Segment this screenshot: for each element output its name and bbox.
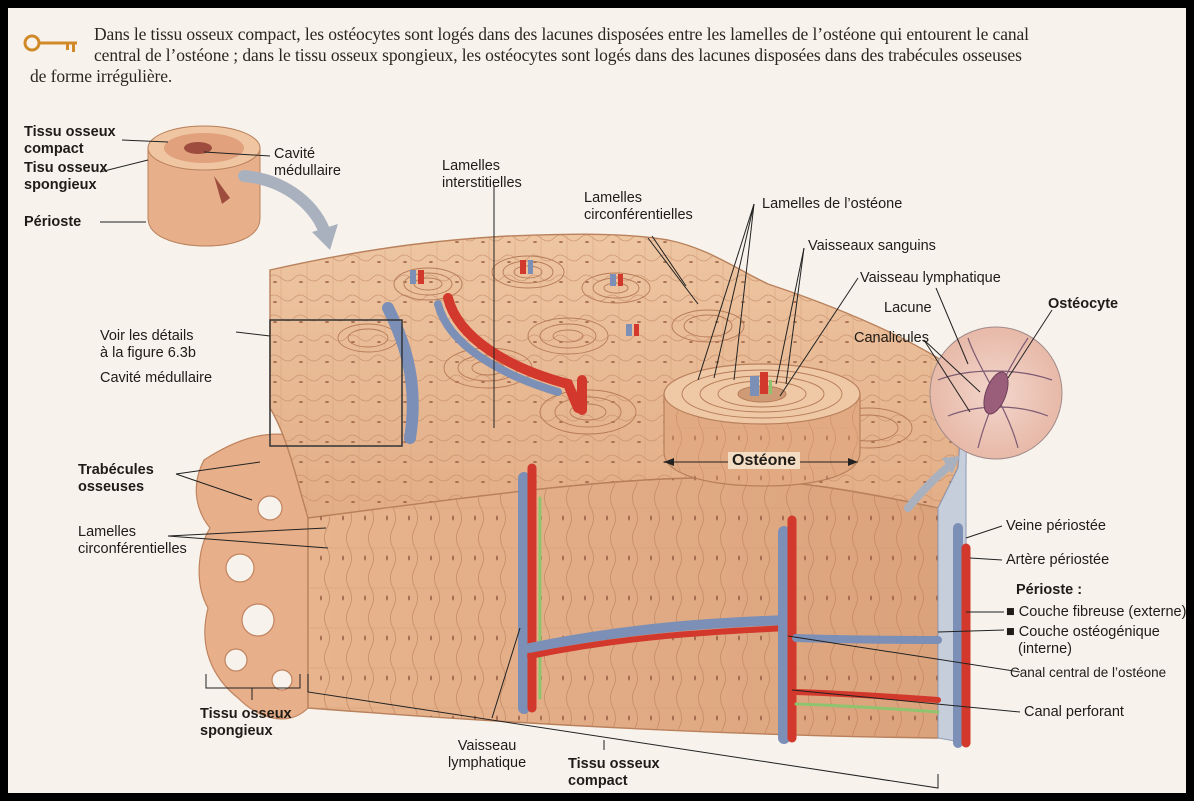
label-osteocyte: Ostéocyte bbox=[1048, 296, 1118, 313]
osteocyte-bubble bbox=[930, 327, 1062, 459]
label-vaisseaux-sanguins: Vaisseaux sanguins bbox=[808, 238, 936, 255]
label-canal-perforant: Canal perforant bbox=[1024, 704, 1124, 721]
textbook-page: Dans le tissu osseux compact, les ostéoc… bbox=[8, 8, 1186, 793]
spongy-bone-trabeculae bbox=[196, 434, 308, 719]
label-veine-periostee: Veine périostée bbox=[1006, 518, 1106, 535]
label-couche-osteogenique: ■ Couche ostéogénique(interne) bbox=[1006, 624, 1160, 658]
label-osteone: Ostéone bbox=[728, 452, 800, 469]
label-lamelles-osteone: Lamelles de l’ostéone bbox=[762, 196, 902, 213]
bone-cylinder-inset bbox=[148, 126, 260, 246]
label-cavite-medullaire: Cavité médullaire bbox=[100, 370, 212, 387]
label-perioste-inset: Périoste bbox=[24, 214, 81, 231]
label-couche-fibreuse: ■ Couche fibreuse (externe) bbox=[1006, 604, 1186, 621]
label-lacune: Lacune bbox=[884, 300, 932, 317]
label-canalicules: Canalicules bbox=[854, 330, 929, 347]
label-artere-periostee: Artère périostée bbox=[1006, 552, 1109, 569]
label-canal-central-osteone: Canal central de l’ostéone bbox=[1010, 664, 1166, 681]
label-perioste: Périoste : bbox=[1016, 582, 1082, 599]
front-face-texture bbox=[308, 478, 938, 738]
label-vaisseau-lymphatique-top: Vaisseau lymphatique bbox=[860, 270, 1001, 287]
